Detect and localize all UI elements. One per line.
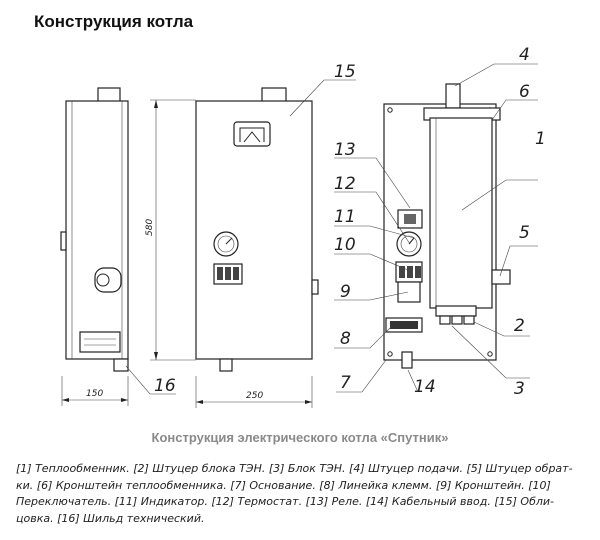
supply-pipe — [445, 83, 461, 109]
internal-view — [383, 83, 511, 369]
callout-label: 11 — [334, 207, 356, 227]
legend-line: [1] Теплообменник. [2] Штуцер блока ТЭН.… — [16, 462, 573, 475]
callout-label: 7 — [340, 373, 351, 393]
cable-entry — [401, 351, 413, 369]
figure-caption: Конструкция электрического котла «Спутни… — [151, 430, 449, 445]
bracket — [397, 281, 421, 303]
callout-label: 12 — [334, 174, 356, 194]
side-plate — [79, 331, 121, 353]
legend-line: Переключатель. [11] Индикатор. [12] Терм… — [16, 495, 555, 508]
side-view: 150 — [60, 87, 129, 406]
callout-labels: 1 2 3 4 5 6 7 8 9 10 11 12 13 14 15 16 — [154, 45, 546, 399]
callout-lines — [125, 63, 538, 395]
dim-front-width: 250 — [246, 391, 263, 401]
callout-label: 10 — [334, 235, 356, 255]
callout-label: 13 — [334, 140, 356, 160]
callout-label: 9 — [340, 282, 351, 302]
side-switch — [94, 267, 122, 293]
side-top-pipe — [97, 87, 121, 103]
callout-label: 2 — [514, 316, 525, 336]
front-view: 580 250 — [145, 87, 319, 408]
front-top-pipe — [261, 87, 287, 103]
callout-label: 16 — [154, 376, 176, 396]
logo-plate — [233, 121, 271, 147]
callout-label: 14 — [414, 377, 436, 397]
dim-side-width: 150 — [86, 389, 103, 399]
callout-label: 6 — [519, 82, 530, 102]
legend-line: ки. [6] Кронштейн теплообменника. [7] Ос… — [16, 478, 551, 492]
callout-label: 15 — [334, 62, 356, 82]
callout-label: 4 — [519, 45, 530, 65]
return-pipe — [491, 269, 511, 285]
legend-line: цовка. [16] Шильд технический. — [16, 511, 205, 525]
ten-block — [435, 305, 477, 317]
side-body — [65, 100, 129, 360]
legend-text: [1] Теплообменник. [2] Штуцер блока ТЭН.… — [16, 461, 586, 527]
heat-exchanger — [429, 117, 493, 309]
boiler-construction-drawing: 150 580 250 — [60, 45, 546, 408]
callout-label: 8 — [340, 329, 351, 349]
callout-label: 3 — [514, 379, 525, 399]
callout-label: 5 — [519, 223, 530, 243]
side-bottom-pipe — [113, 358, 129, 372]
dim-height: 580 — [145, 219, 155, 236]
callout-label: 1 — [535, 129, 546, 149]
page-title: Конструкция котла — [34, 12, 194, 31]
